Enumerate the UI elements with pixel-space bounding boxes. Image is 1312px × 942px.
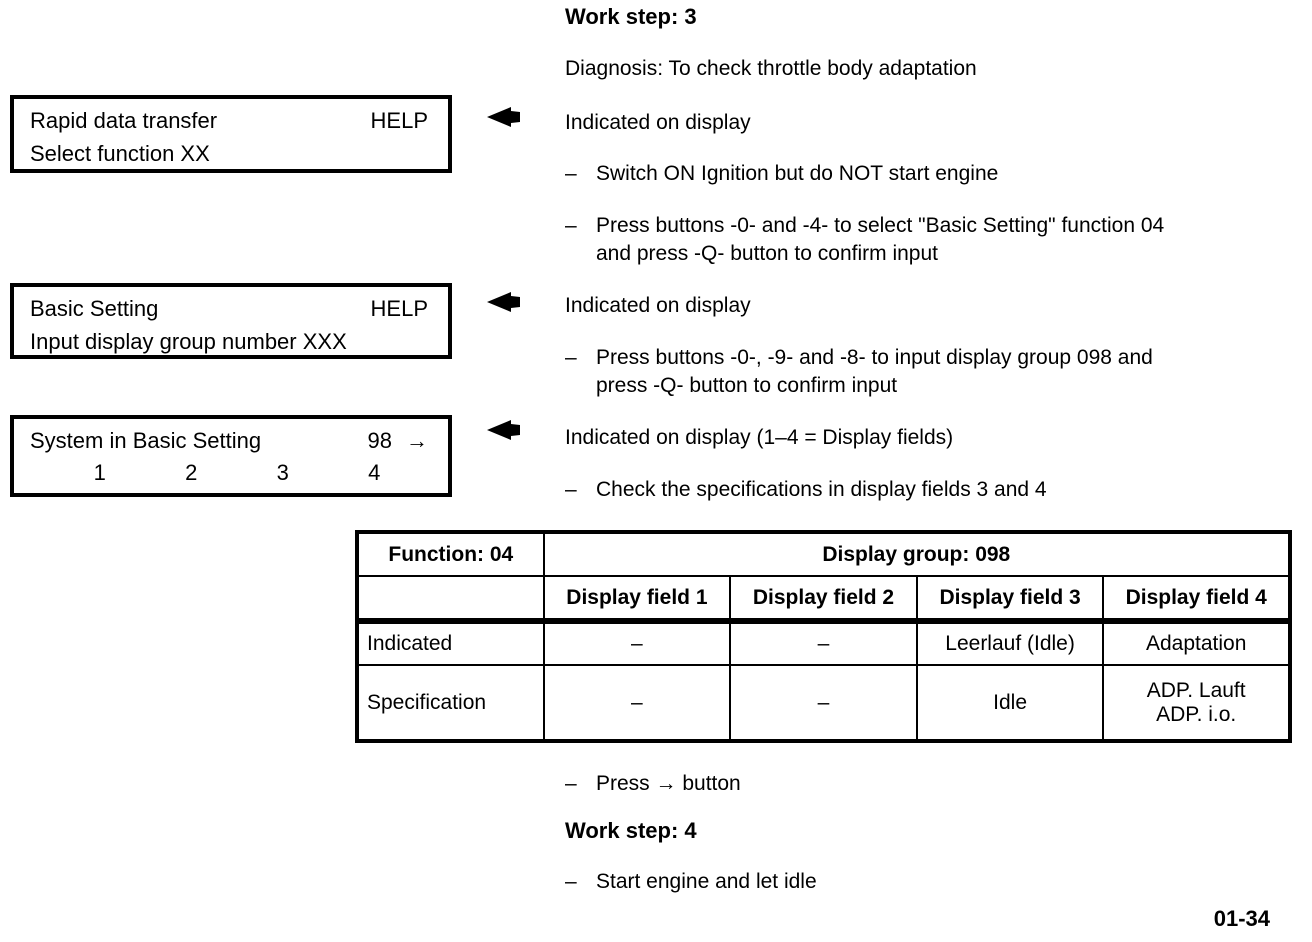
display-group-header-cell: Display group: 098: [542, 531, 1292, 577]
table-row-specification: Specification – – Idle ADP. Lauft ADP. i…: [356, 664, 1291, 742]
instruction-item: – Switch ON Ignition but do NOT start en…: [565, 160, 1305, 188]
group-value: 98: [367, 428, 392, 453]
instruction-text: Start engine and let idle: [596, 870, 817, 893]
field-header-cell: Display field 3: [915, 575, 1105, 624]
display-title: Rapid data transfer: [30, 108, 218, 133]
work-step-4-heading: Work step: 4: [565, 818, 697, 843]
table-field-header-row: Display field 1 Display field 2 Display …: [356, 575, 1291, 624]
value-cell: –: [729, 664, 918, 742]
specification-table: Function: 04 Display group: 098 Display …: [355, 530, 1292, 743]
function-header-cell: Function: 04: [356, 531, 545, 577]
help-label: HELP: [370, 296, 428, 321]
instruction-text: Press → button: [596, 772, 741, 795]
value-cell: ADP. Lauft ADP. i.o.: [1102, 664, 1291, 742]
display-box-rapid-data-transfer: Rapid data transfer HELP Select function…: [10, 95, 452, 173]
display-line2: Input display group number XXX: [30, 329, 347, 354]
indicated-on-display-line: Indicated on display (1–4 = Display fiel…: [565, 426, 954, 449]
field-header-cell: Display field 4: [1102, 575, 1291, 624]
row-label-cell: Specification: [356, 664, 545, 742]
instruction-text: Press buttons -0- and -4- to select "Bas…: [596, 214, 1165, 265]
instruction-text: Switch ON Ignition but do NOT start engi…: [596, 162, 999, 185]
arrow-right-icon: →: [406, 428, 428, 453]
value-cell: Leerlauf (Idle): [915, 620, 1105, 666]
dash-marker: –: [565, 162, 577, 185]
display-title: Basic Setting: [30, 296, 159, 321]
instruction-text: Check the specifications in display fiel…: [596, 478, 1047, 501]
value-cell: Adaptation: [1102, 620, 1291, 666]
diagnosis-line: Diagnosis: To check throttle body adapta…: [565, 57, 977, 80]
display-field-number: 2: [185, 460, 198, 485]
field-header-cell: Display field 1: [542, 575, 732, 624]
work-step-3-heading: Work step: 3: [565, 4, 697, 29]
value-cell: –: [729, 620, 918, 666]
indicated-on-display-line: Indicated on display: [565, 294, 751, 317]
pointer-left-icon: [487, 292, 520, 312]
table-row-indicated: Indicated – – Leerlauf (Idle) Adaptation: [356, 620, 1291, 666]
display-field-number: 4: [368, 460, 381, 485]
dash-marker: –: [565, 478, 577, 501]
empty-header-cell: [356, 575, 545, 624]
instruction-item: – Start engine and let idle: [565, 868, 1305, 896]
display-box-system-in-basic-setting: System in Basic Setting 98 → 1 2 3 4: [10, 415, 452, 497]
instruction-item: – Press buttons -0- and -4- to select "B…: [565, 212, 1305, 268]
value-cell: –: [542, 664, 732, 742]
value-cell: Idle: [915, 664, 1105, 742]
dash-marker: –: [565, 214, 577, 237]
display-line2: Select function XX: [30, 141, 210, 166]
instruction-item: – Press buttons -0-, -9- and -8- to inpu…: [565, 344, 1305, 400]
instruction-item: – Check the specifications in display fi…: [565, 476, 1305, 504]
display-title: System in Basic Setting: [30, 428, 262, 453]
display-field-numbers: 1 2 3 4: [14, 454, 448, 496]
display-box-basic-setting: Basic Setting HELP Input display group n…: [10, 283, 452, 359]
instruction-item: – Press → button: [565, 770, 1305, 798]
table-header-row: Function: 04 Display group: 098: [356, 531, 1292, 577]
display-field-number: 3: [276, 460, 289, 485]
dash-marker: –: [565, 346, 577, 369]
value-cell: –: [542, 620, 732, 666]
pointer-left-icon: [487, 420, 520, 440]
instruction-text: Press buttons -0-, -9- and -8- to input …: [596, 346, 1153, 397]
row-label-cell: Indicated: [356, 620, 545, 666]
field-header-cell: Display field 2: [729, 575, 918, 624]
pointer-left-icon: [487, 107, 520, 127]
display-field-number: 1: [93, 460, 106, 485]
help-label: HELP: [370, 108, 428, 133]
indicated-on-display-line: Indicated on display: [565, 111, 751, 134]
dash-marker: –: [565, 772, 577, 795]
dash-marker: –: [565, 870, 577, 893]
page-number: 01-34: [1213, 906, 1270, 931]
